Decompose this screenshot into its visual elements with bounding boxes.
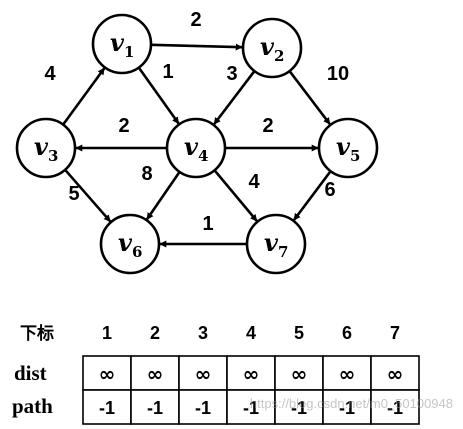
dist-value: ∞ xyxy=(387,362,404,386)
edge-weight-v4-v5: 2 xyxy=(262,115,273,137)
path-value: -1 xyxy=(291,398,307,418)
edge-v5-v7 xyxy=(292,170,332,221)
edge-v3-v6 xyxy=(64,168,112,223)
path-value: -1 xyxy=(147,398,163,418)
edge-weight-v4-v3: 2 xyxy=(118,115,129,137)
edge-weight-v3-v6: 5 xyxy=(68,183,79,205)
node-v3: v3 xyxy=(15,117,77,179)
path-value: -1 xyxy=(339,398,355,418)
edge-v1-v2 xyxy=(150,43,243,51)
node-label: v6 xyxy=(118,228,142,261)
edge-v3-v1 xyxy=(62,67,106,126)
node-circle xyxy=(99,213,161,275)
edge-weight-v4-v6: 8 xyxy=(141,163,152,185)
path-row-label: path xyxy=(12,394,53,418)
edge-weight-v3-v1: 4 xyxy=(44,63,56,85)
edges-layer: 2 1 3 10 4 5 2 2 8 4 6 1 xyxy=(44,9,349,248)
path-value: -1 xyxy=(99,398,115,418)
index-label: 3 xyxy=(198,323,208,343)
edge-v2-v4 xyxy=(213,70,256,125)
index-label: 5 xyxy=(294,323,304,343)
node-v7: v7 xyxy=(245,213,307,275)
node-v5: v5 xyxy=(317,117,379,179)
edge-weight-v2-v5: 10 xyxy=(327,63,349,85)
node-v1: v1 xyxy=(91,13,153,75)
node-label: v5 xyxy=(336,132,360,165)
dist-value: ∞ xyxy=(339,362,356,386)
edge-weight-v1-v4: 1 xyxy=(162,61,173,83)
node-label: v4 xyxy=(184,132,208,165)
node-circle xyxy=(165,117,227,179)
node-circle xyxy=(317,117,379,179)
edge-weight-v2-v4: 3 xyxy=(226,63,237,85)
edge-v1-v4 xyxy=(137,66,180,125)
dist-cell xyxy=(370,355,420,391)
edge-weight-v4-v7: 4 xyxy=(248,171,260,193)
watermark: https://blog.csdn.net/m0_50100948 xyxy=(249,396,453,411)
node-circle xyxy=(15,117,77,179)
node-circle xyxy=(241,17,303,79)
dist-value: ∞ xyxy=(99,362,116,386)
path-cell xyxy=(322,389,372,425)
node-v4: v4 xyxy=(165,117,227,179)
node-v2: v2 xyxy=(241,17,303,79)
node-v6: v6 xyxy=(99,213,161,275)
table-header-label: 下标 xyxy=(20,323,54,344)
index-label: 2 xyxy=(150,323,160,343)
path-value: -1 xyxy=(387,398,403,418)
dist-value: ∞ xyxy=(147,362,164,386)
dist-cell xyxy=(322,355,372,391)
edge-v2-v5 xyxy=(288,70,331,125)
node-circle xyxy=(245,213,307,275)
node-label: v3 xyxy=(34,132,58,165)
edge-weight-v1-v2: 2 xyxy=(190,9,201,31)
index-label: 4 xyxy=(246,323,256,343)
index-label: 7 xyxy=(390,323,400,343)
edge-weight-v5-v7: 6 xyxy=(324,179,335,201)
state-table: 下标 dist path 1 ∞ -1 2 ∞ -1 3 ∞ -1 4 ∞ -1 5 ∞ -1 6 ∞ -1 7 ∞ -1 xyxy=(12,323,420,425)
node-label: v1 xyxy=(110,28,134,61)
path-cell xyxy=(178,389,228,425)
dist-value: ∞ xyxy=(243,362,260,386)
edge-weight-v7-v6: 1 xyxy=(202,213,213,235)
dist-cell xyxy=(130,355,180,391)
dist-value: ∞ xyxy=(195,362,212,386)
path-value: -1 xyxy=(243,398,259,418)
path-value: -1 xyxy=(195,398,211,418)
path-cell xyxy=(370,389,420,425)
index-label: 6 xyxy=(342,323,352,343)
edge-v4-v7 xyxy=(213,169,258,222)
node-label: v7 xyxy=(264,228,288,261)
node-label: v2 xyxy=(260,32,284,65)
index-label: 1 xyxy=(102,323,112,343)
node-circle xyxy=(91,13,153,75)
dist-value: ∞ xyxy=(291,362,308,386)
edge-v4-v6 xyxy=(145,171,181,221)
dist-row-label: dist xyxy=(14,361,47,385)
dist-cell xyxy=(82,355,132,391)
path-cell xyxy=(274,389,324,425)
nodes-layer: v1 v2 v3 v4 v5 v6 v7 xyxy=(15,13,379,275)
path-cell xyxy=(130,389,180,425)
